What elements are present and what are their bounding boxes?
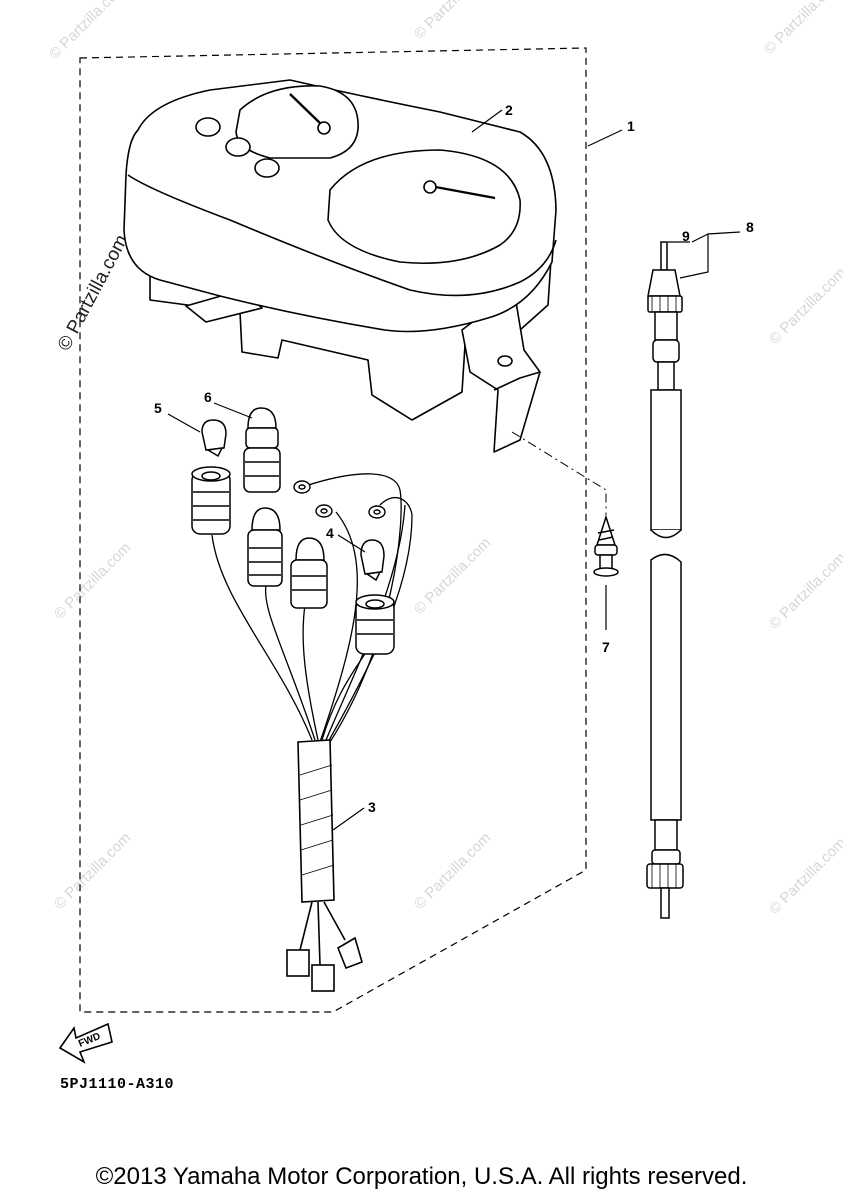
mounting-guide-line — [511, 431, 607, 515]
meter-assembly — [123, 79, 557, 453]
wedge-bulbs — [201, 419, 385, 582]
copyright-notice: ©2013 Yamaha Motor Corporation, U.S.A. A… — [95, 1163, 748, 1190]
callout-2: 2 — [505, 102, 513, 118]
watermark: © Partzilla.com — [46, 0, 129, 63]
callout-6: 6 — [204, 389, 212, 405]
speedometer-cable — [646, 241, 684, 919]
watermark-dark: © Partzilla.com — [54, 231, 133, 354]
watermark: © Partzilla.com — [766, 834, 843, 917]
watermark: © Partzilla.com — [411, 0, 494, 43]
callout-4: 4 — [326, 525, 334, 541]
ring-terminals — [293, 480, 386, 519]
watermark: © Partzilla.com — [761, 0, 843, 58]
callout-7: 7 — [602, 639, 610, 655]
leader-lines — [167, 109, 741, 831]
callout-8: 8 — [746, 219, 754, 235]
diagram-code: 5PJ1110-A310 — [60, 1076, 175, 1093]
callout-1: 1 — [627, 118, 635, 134]
callout-5: 5 — [154, 400, 162, 416]
watermark: © Partzilla.com — [51, 829, 134, 912]
callout-3: 3 — [368, 799, 376, 815]
callouts: 1 2 3 4 5 6 7 8 9 — [154, 102, 754, 815]
bulb-sockets — [191, 407, 395, 655]
watermark: © Partzilla.com — [411, 829, 494, 912]
assembly-boundary — [79, 47, 587, 1013]
watermark: © Partzilla.com — [766, 264, 843, 347]
fwd-arrow-icon: FWD — [58, 1022, 113, 1064]
watermark: © Partzilla.com — [766, 549, 843, 632]
watermark: © Partzilla.com — [411, 534, 494, 617]
harness-sheath — [286, 739, 363, 992]
watermark: © Partzilla.com — [51, 539, 134, 622]
tapping-screw — [593, 514, 619, 577]
callout-9: 9 — [682, 228, 690, 244]
